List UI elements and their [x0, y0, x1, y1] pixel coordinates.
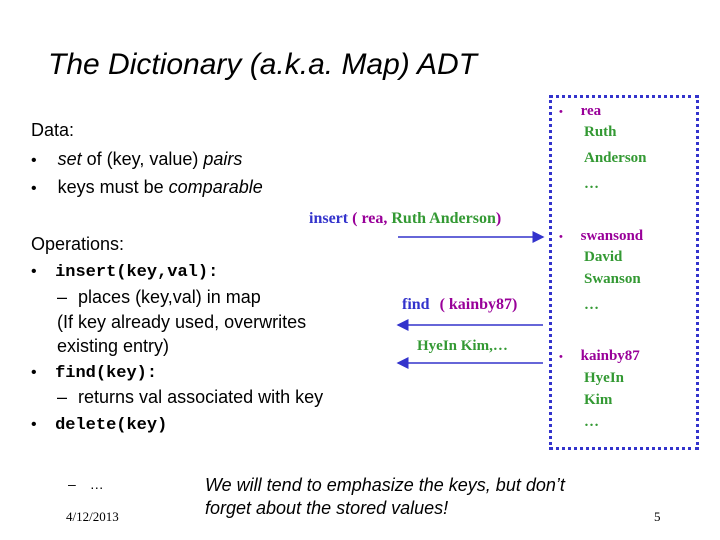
- entry-value: David: [584, 249, 623, 265]
- entry-key: rea: [580, 103, 602, 119]
- find-open-paren: (: [439, 296, 445, 313]
- entry-value: Anderson: [584, 150, 647, 166]
- set-mid: of (key, value): [81, 149, 204, 169]
- entry-value: …: [584, 176, 599, 192]
- insert-open-paren: (: [352, 210, 358, 227]
- op-delete-code: delete(key): [55, 416, 168, 435]
- more-ops: – …: [68, 476, 104, 492]
- slide-title: The Dictionary (a.k.a. Map) ADT: [48, 48, 478, 81]
- op-find-code: find(key):: [55, 364, 158, 383]
- entry-value: HyeIn: [584, 370, 625, 386]
- keys-pre: keys must be: [57, 177, 169, 197]
- op-delete: • delete(key): [31, 416, 167, 435]
- insert-close-paren: ): [495, 210, 502, 227]
- find-close-paren: ): [512, 296, 518, 313]
- data-heading: Data:: [31, 120, 75, 140]
- op-insert: • insert(key,val):: [31, 263, 218, 282]
- op-find-sub-text: returns val associated with key: [78, 387, 324, 407]
- op-insert-extra-2: existing entry): [57, 336, 170, 356]
- op-find: • find(key):: [31, 364, 157, 383]
- entry-bullet: •: [559, 351, 563, 363]
- map-contents-box: [549, 95, 699, 450]
- entry-value: Kim: [584, 392, 613, 408]
- set-word: set: [57, 149, 82, 169]
- find-result: HyeIn Kim,…: [417, 338, 508, 354]
- entry-swansond: • swansond: [559, 228, 643, 245]
- entry-value: Swanson: [584, 271, 641, 287]
- bullet-dot: •: [31, 416, 37, 433]
- find-cmd: find: [402, 296, 430, 313]
- slide-date: 4/12/2013: [66, 509, 119, 524]
- op-find-sub: – returns val associated with key: [57, 387, 323, 408]
- data-item-keys: • keys must be comparable: [31, 177, 263, 198]
- ops-heading: Operations:: [31, 234, 125, 254]
- entry-bullet: •: [559, 106, 563, 118]
- op-insert-code: insert(key,val):: [55, 263, 219, 282]
- bullet-dot: •: [31, 364, 37, 381]
- dash-icon: –: [57, 287, 68, 307]
- entry-value: …: [584, 414, 599, 430]
- data-item-set: • set of (key, value) pairs: [31, 149, 242, 170]
- entry-bullet: •: [559, 231, 563, 243]
- insert-cmd: insert: [309, 210, 349, 227]
- find-label: find ( kainby87): [402, 296, 517, 314]
- insert-value: Ruth Anderson: [391, 210, 496, 227]
- dash-icon: –: [57, 387, 68, 407]
- entry-kainby87: • kainby87: [559, 348, 640, 365]
- bullet-dot: •: [31, 180, 37, 197]
- op-insert-sub-text: places (key,val) in map: [78, 287, 261, 307]
- more-ops-ellipsis: …: [89, 476, 104, 492]
- pairs-word: pairs: [203, 149, 243, 169]
- entry-value: Ruth: [584, 124, 617, 140]
- dash-icon: –: [68, 476, 76, 492]
- emphasis-note: We will tend to emphasize the keys, but …: [205, 475, 565, 518]
- find-key: kainby87: [448, 296, 513, 313]
- bullet-dot: •: [31, 263, 37, 280]
- comparable-word: comparable: [168, 177, 263, 197]
- entry-value: …: [584, 297, 599, 313]
- insert-label: insert ( rea, Ruth Anderson): [309, 210, 501, 228]
- entry-key: kainby87: [580, 348, 640, 364]
- bullet-dot: •: [31, 152, 37, 169]
- insert-key: rea,: [361, 210, 388, 227]
- entry-rea: • rea: [559, 103, 601, 120]
- slide-number: 5: [654, 509, 661, 524]
- entry-key: swansond: [580, 228, 644, 244]
- op-insert-sub: – places (key,val) in map: [57, 287, 261, 308]
- op-insert-extra-1: (If key already used, overwrites: [57, 312, 307, 332]
